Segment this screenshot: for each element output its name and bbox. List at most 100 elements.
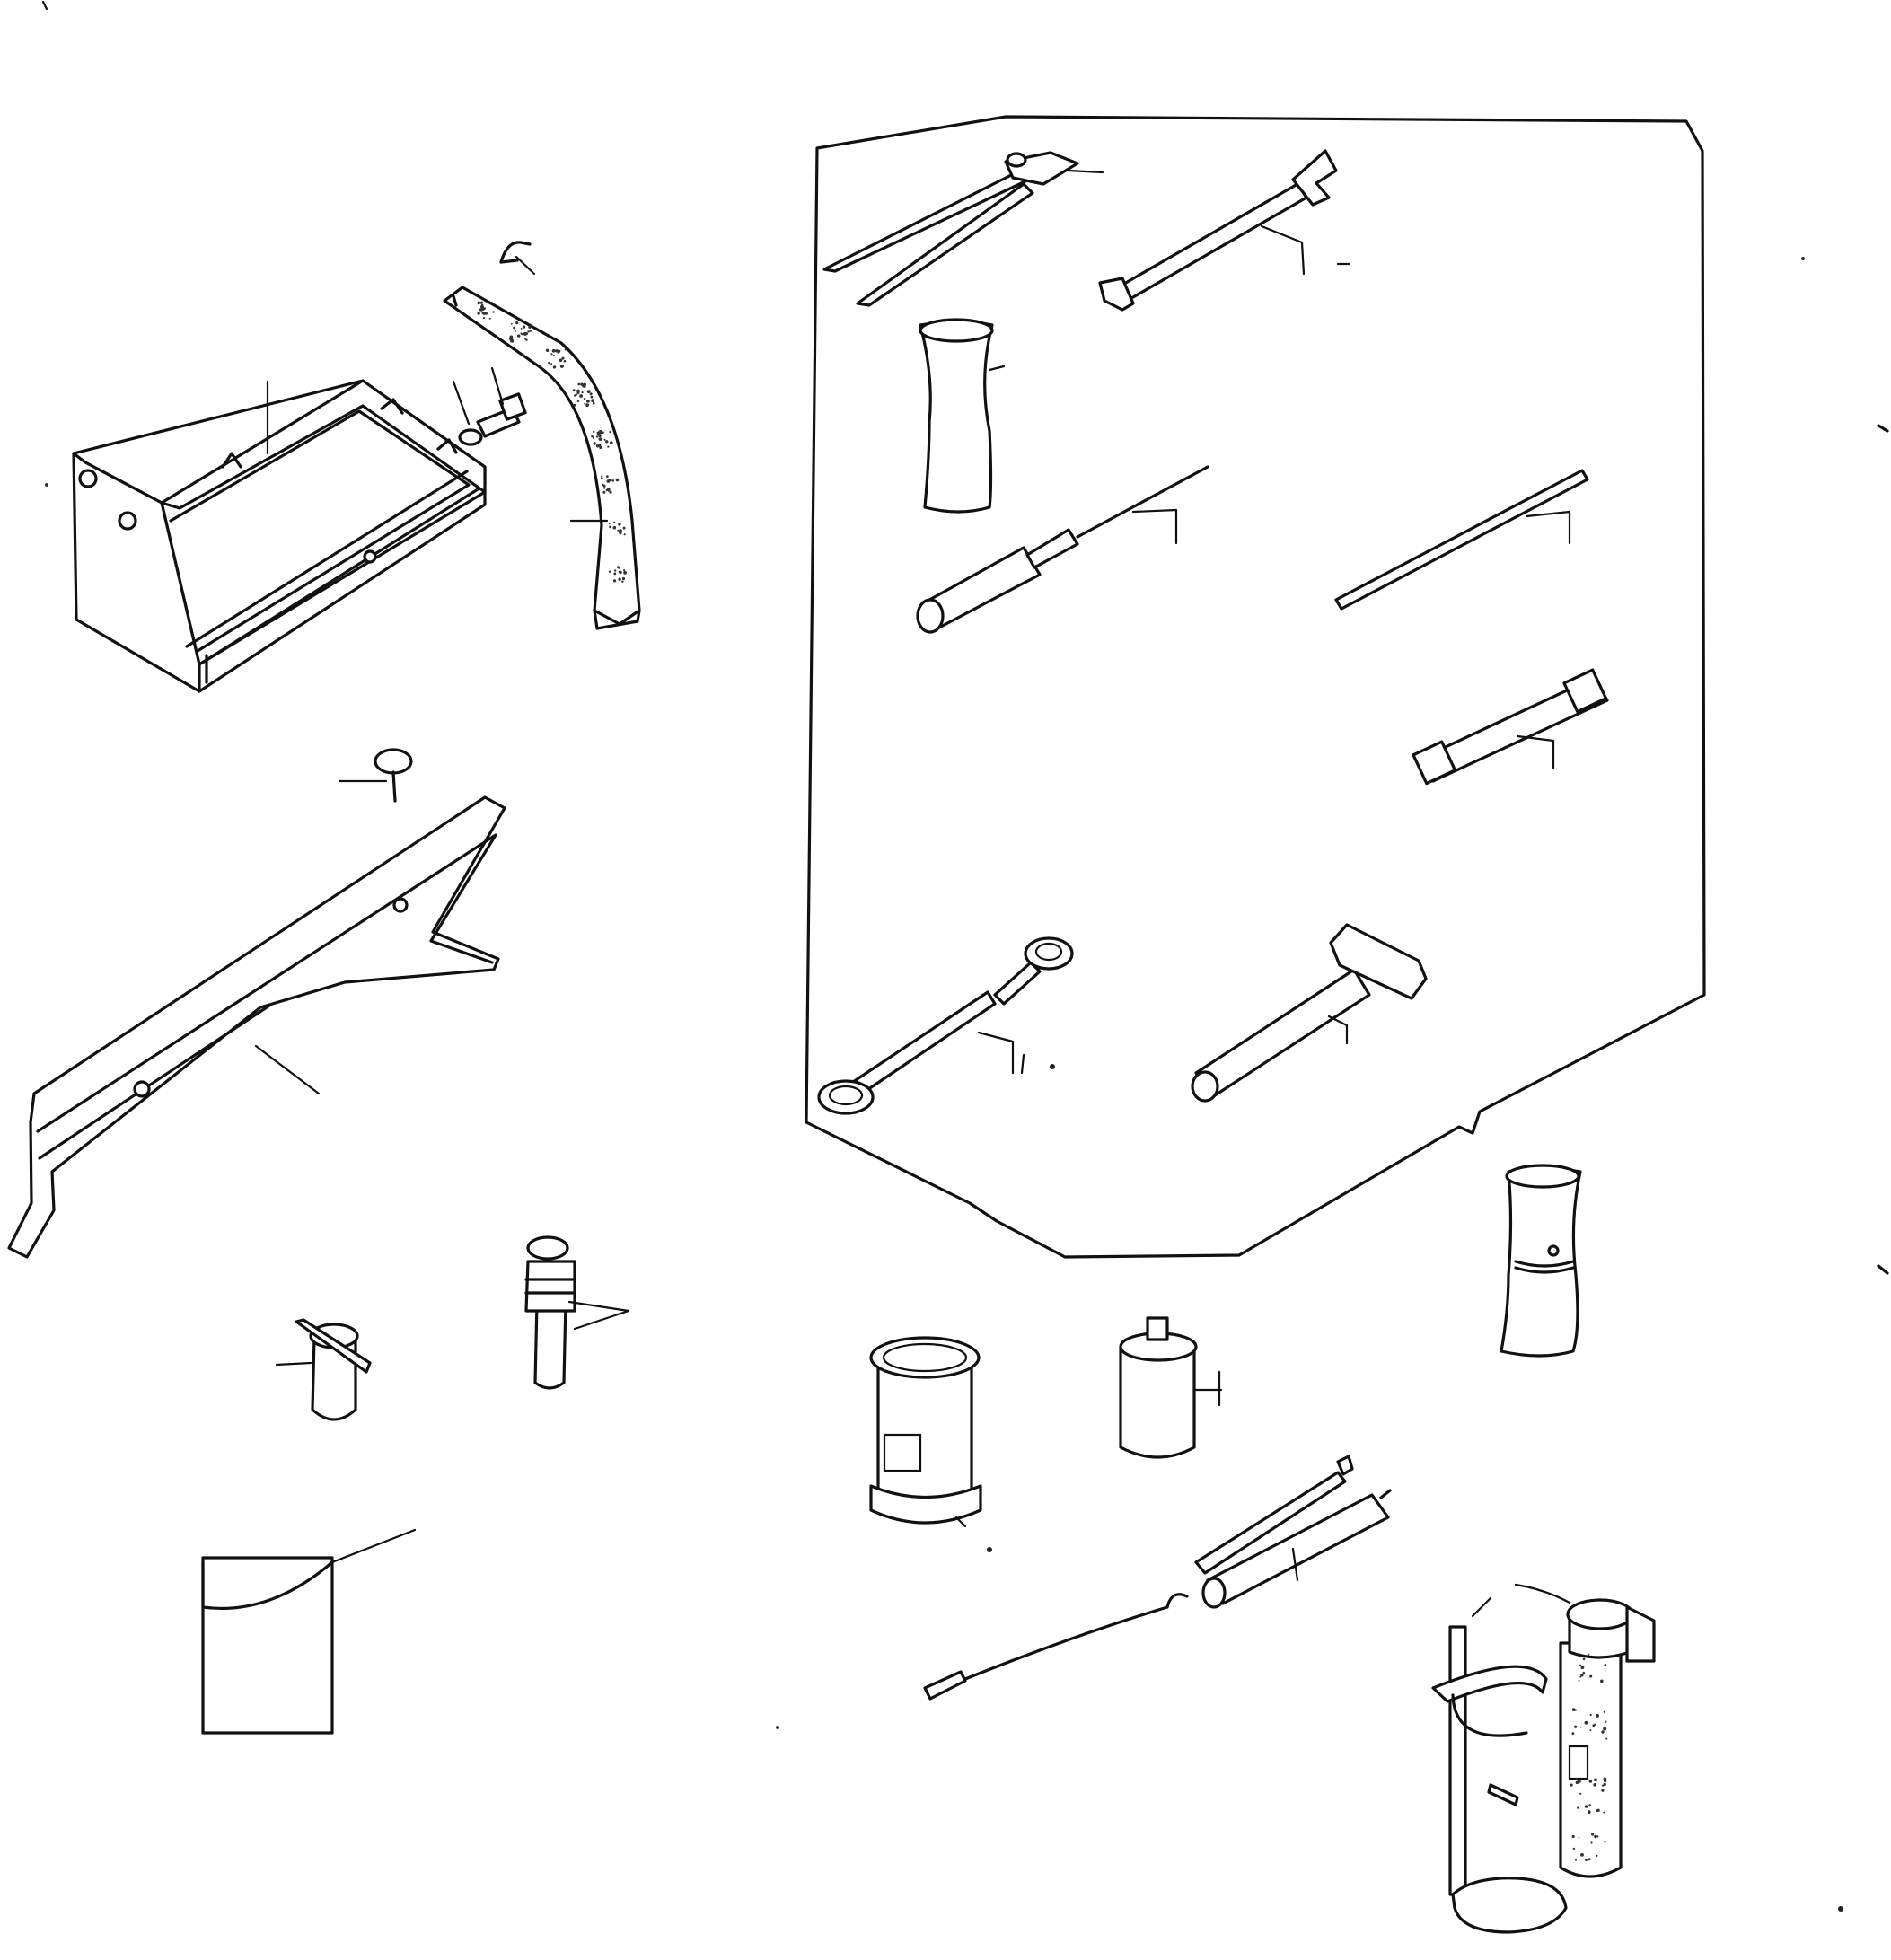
tool-kit-outline: [805, 115, 1706, 1259]
strap-pin: [499, 241, 536, 276]
stipple-dot: [1593, 1783, 1596, 1787]
stipple-dot: [595, 444, 600, 448]
stipple-dot: [623, 533, 626, 536]
stipple-dot: [1575, 1859, 1577, 1861]
stipple-dot: [1584, 1805, 1588, 1808]
stipple-dot: [586, 400, 589, 402]
stipple-dot: [513, 326, 516, 330]
stipple-dot: [1604, 1841, 1606, 1843]
stipple-dot: [584, 402, 586, 405]
stipple-dot: [1589, 1729, 1592, 1732]
stipple-dot: [1570, 1783, 1573, 1787]
stipple-dot: [593, 430, 595, 434]
stipple-dot: [611, 479, 615, 482]
stipple-dot: [521, 333, 523, 336]
stipple-dot: [1572, 1847, 1576, 1850]
stipple-dot: [550, 353, 553, 356]
stipple-dot: [1603, 1727, 1607, 1731]
stipple-dot: [1600, 1679, 1604, 1683]
grease-can: [869, 1336, 992, 1552]
stipple-dot: [1587, 1810, 1591, 1815]
stipple-dot: [1604, 1664, 1607, 1666]
stipple-dot: [609, 525, 611, 529]
stipple-dot: [602, 490, 606, 494]
stipple-dot: [1596, 1809, 1599, 1812]
stipple-dot: [1585, 1859, 1588, 1862]
stipple-dot: [510, 322, 513, 325]
stipple-dot: [592, 401, 595, 405]
grease-gun: [923, 1455, 1392, 1701]
stipple-dot: [593, 442, 596, 445]
stipple-dot: [1590, 1841, 1593, 1844]
stipple-dot: [552, 365, 557, 369]
stipple-dot: [603, 438, 606, 441]
stipple-dot: [1577, 1806, 1579, 1809]
stand-rivet: [338, 748, 413, 803]
box-spanner: [919, 318, 1006, 514]
stipple-dot: [574, 394, 576, 397]
pump-bracket: [1431, 1596, 1568, 1934]
stipple-dot: [1579, 1792, 1582, 1795]
stipple-dot: [598, 437, 602, 441]
stipple-dot: [1594, 1834, 1597, 1839]
stipple-dot: [1579, 1675, 1582, 1678]
stipple-dot: [1580, 1674, 1584, 1677]
grease-nipple: [524, 1235, 630, 1390]
stipple-dot: [613, 521, 616, 523]
stipple-dot: [1601, 1789, 1605, 1792]
stipple-dot: [527, 330, 530, 333]
stipple-dot: [1578, 1780, 1581, 1783]
stipple-dot: [601, 477, 603, 479]
stipple-dot: [1582, 1657, 1586, 1661]
stipple-dot: [590, 392, 593, 395]
socket-wrench: [1412, 668, 1609, 786]
stipple-dot: [584, 397, 586, 400]
stipple-dot: [1594, 1723, 1596, 1726]
stipple-dot: [1588, 1780, 1593, 1783]
stipple-dot: [1580, 1853, 1584, 1857]
stipple-dot: [482, 317, 486, 320]
stipple-dot: [515, 321, 519, 325]
stipple-dot: [576, 400, 580, 402]
stipple-dot: [517, 334, 521, 338]
stipple-dot: [622, 526, 626, 530]
stipple-dot: [1579, 1726, 1582, 1728]
stipple-dot: [1588, 1804, 1591, 1806]
axle-pin: [275, 1318, 372, 1421]
stipple-dot: [550, 363, 553, 365]
oil-can: [1119, 1316, 1223, 1459]
stipple-dot: [492, 311, 495, 313]
stipple-dot: [1603, 1710, 1605, 1713]
stipple-dot: [566, 348, 567, 351]
stipple-dot: [529, 330, 532, 332]
stipple-dot: [488, 317, 491, 320]
stipple-dot: [618, 567, 620, 569]
stipple-dot: [1571, 1732, 1575, 1736]
stipple-dot: [559, 358, 563, 363]
strap-speckle: [477, 301, 627, 583]
stipple-dot: [1601, 1784, 1605, 1787]
stipple-dot: [619, 570, 622, 575]
pliers: [822, 151, 1104, 307]
stipple-dot: [480, 301, 483, 304]
stipple-dot: [602, 484, 606, 488]
tyre-pump: [1514, 1583, 1656, 1878]
stipple-dot: [573, 403, 576, 407]
stipple-dot: [590, 395, 594, 399]
stipple-dot: [607, 445, 610, 448]
open-end-wrench: [1098, 149, 1350, 312]
stipple-dot: [623, 571, 627, 575]
stipple-dot: [1588, 1858, 1591, 1861]
stipple-dot: [552, 355, 555, 357]
stipple-dot: [621, 576, 626, 581]
stipple-dot: [598, 430, 601, 433]
spare-box-spanner: [1500, 1164, 1582, 1358]
stipple-dot: [592, 436, 594, 439]
stipple-dot: [586, 390, 591, 393]
tommy-bar: [1334, 469, 1589, 611]
stipple-dot: [609, 490, 612, 494]
stipple-dot: [610, 441, 613, 444]
stipple-dot: [595, 435, 599, 438]
tool-box-tray: [72, 379, 487, 693]
